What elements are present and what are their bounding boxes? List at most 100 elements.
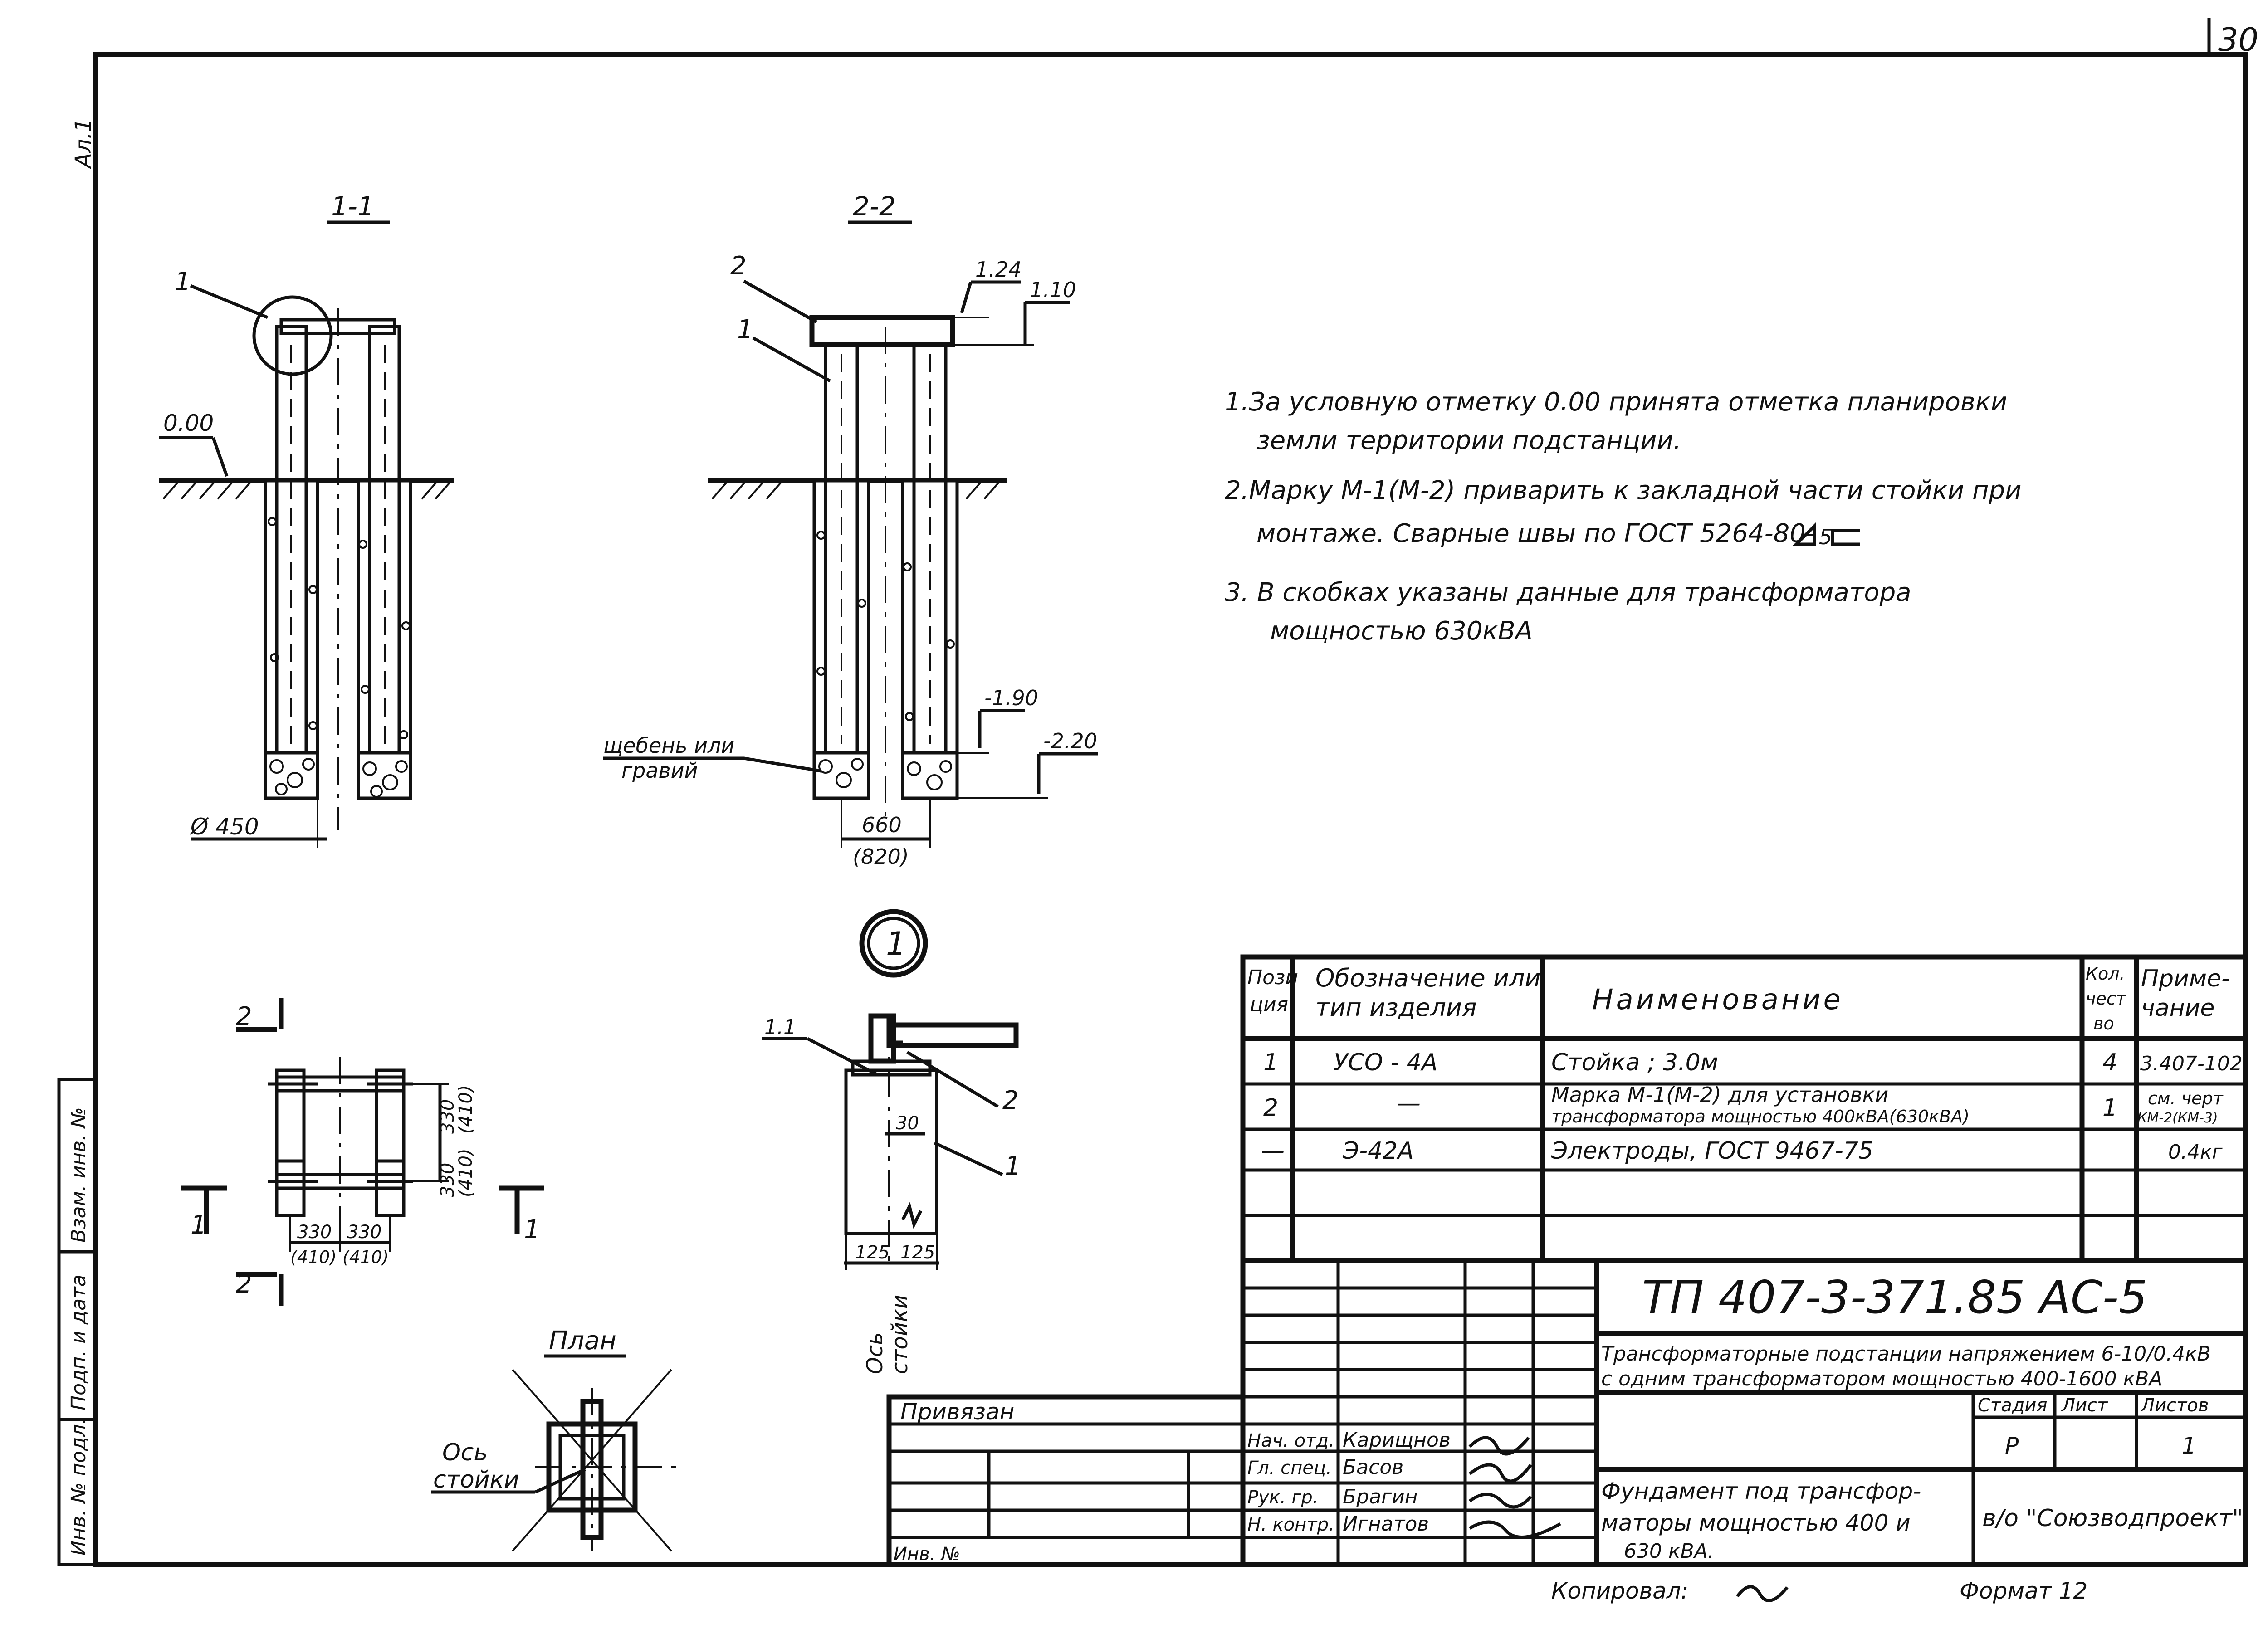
section-2-2-title: 2-2 bbox=[853, 191, 896, 222]
th-pos-2: ция bbox=[1250, 993, 1288, 1016]
general-notes: 1.За условную отметку 0.00 принята отмет… bbox=[1225, 387, 2022, 646]
th-pos-1: Пози bbox=[1247, 966, 1298, 989]
spec-table: Пози ция Обозначение или тип изделия Наи… bbox=[1240, 954, 2248, 1263]
sheet-label: Лист bbox=[2061, 1395, 2108, 1416]
bound-label: Привязан bbox=[900, 1399, 1014, 1425]
title-block: Привязан Инв. № Нач. отд. Карищнов Гл. с… bbox=[886, 1261, 2245, 1567]
signature-2 bbox=[1468, 1463, 1532, 1483]
diameter-dimension: Ø 450 bbox=[190, 814, 259, 840]
row-2-qty: 1 bbox=[2102, 1094, 2117, 1122]
weld-size-5: 5 bbox=[1819, 525, 1832, 549]
small-plan-axis-2: стойки bbox=[433, 1466, 519, 1493]
note-3-line-1: 3. В скобках указаны данные для трансфор… bbox=[1225, 578, 1911, 607]
th-designation-2: тип изделия bbox=[1315, 993, 1476, 1022]
detail-1: 1 1.1 2 1 30 125 125 Ось стойки bbox=[762, 909, 1021, 1374]
plan-view-posts: 2 2 1 1 330 (410) 330 (410) bbox=[181, 998, 544, 1306]
th-designation-1: Обозначение или bbox=[1315, 964, 1541, 992]
row-1-note: 3.407-102 bbox=[2140, 1052, 2243, 1075]
th-qty-3: во bbox=[2093, 1014, 2114, 1034]
level-bottom-2-2: -2.20 bbox=[1043, 729, 1097, 753]
row-3-name: Электроды, ГОСТ 9467-75 bbox=[1551, 1137, 1873, 1165]
note-3-line-2: мощностью 630кВА bbox=[1270, 616, 1533, 646]
level-gravel-2-2: -1.90 bbox=[984, 686, 1038, 710]
row-2-note: см. черт bbox=[2148, 1088, 2224, 1108]
stage-label: Стадия bbox=[1978, 1395, 2047, 1416]
th-name: Наименование bbox=[1592, 983, 1843, 1016]
callout-1-section-1-1: 1 bbox=[175, 267, 191, 297]
note-1-line-2: земли территории подстанции. bbox=[1256, 426, 1681, 455]
callout-2-section-2-2: 2 bbox=[730, 251, 747, 281]
role-4: Н. контр. bbox=[1247, 1514, 1334, 1535]
strip-cell-inv: Инв. № подл. bbox=[67, 1418, 90, 1556]
role-1: Нач. отд. bbox=[1247, 1430, 1334, 1451]
role-1-name: Карищнов bbox=[1343, 1429, 1451, 1452]
row-1-pos: 1 bbox=[1263, 1049, 1278, 1076]
level-plate-2-2: 1.10 bbox=[1030, 278, 1076, 302]
left-strip: Инв. № подл. Подп. и дата Взам. инв. № bbox=[57, 1078, 97, 1566]
detail-dim-30: 30 bbox=[896, 1113, 919, 1134]
th-note-2: чание bbox=[2141, 995, 2214, 1022]
copied-by-signature bbox=[1736, 1585, 1789, 1602]
strip-cell-replace: Взам. инв. № bbox=[67, 1107, 90, 1243]
cut-2-top: 2 bbox=[236, 1002, 252, 1031]
signature-1 bbox=[1468, 1436, 1530, 1456]
drawing-title-3: 630 кВА. bbox=[1624, 1540, 1714, 1563]
detail-axis-label-2: стойки bbox=[887, 1295, 913, 1374]
row-2-name: Марка М-1(М-2) для установки bbox=[1551, 1083, 1888, 1107]
level-zero-1-1: 0.00 bbox=[163, 410, 214, 436]
note-2-line-2: монтаже. Сварные швы по ГОСТ 5264-80- bbox=[1256, 519, 1815, 548]
role-4-name: Игнатов bbox=[1343, 1512, 1429, 1536]
signature-3 bbox=[1468, 1493, 1532, 1509]
spacing-dimension-alt: (820) bbox=[853, 844, 909, 869]
gravel-label-line1: щебень или bbox=[603, 733, 734, 758]
stamp-top-left: Ал.1 bbox=[71, 118, 96, 169]
row-1-name: Стойка ; 3.0м bbox=[1551, 1049, 1718, 1076]
format-label: Формат 12 bbox=[1960, 1578, 2087, 1604]
plan-dim-h1: 330 bbox=[297, 1222, 332, 1243]
gravel-label-line2: гравий bbox=[621, 758, 698, 783]
small-plan-title: План bbox=[549, 1326, 616, 1356]
role-2: Гл. спец. bbox=[1247, 1458, 1332, 1478]
inv-label: Инв. № bbox=[894, 1544, 960, 1565]
row-2-designation: — bbox=[1397, 1090, 1421, 1117]
section-1-1-title: 1-1 bbox=[331, 191, 374, 222]
detail-dim-right: 125 bbox=[900, 1242, 935, 1263]
role-3: Рук. гр. bbox=[1247, 1487, 1319, 1508]
level-top-2-2: 1.24 bbox=[975, 257, 1022, 282]
th-qty-1: Кол. bbox=[2086, 964, 2125, 984]
note-2-line-1: 2.Марку М-1(М-2) приварить к закладной ч… bbox=[1225, 476, 2022, 505]
row-1-qty: 4 bbox=[2102, 1049, 2117, 1076]
row-3-pos: — bbox=[1261, 1137, 1285, 1165]
section-1-1: 1-1 0.00 bbox=[159, 191, 454, 848]
row-1-designation: УСО - 4А bbox=[1334, 1049, 1437, 1076]
plan-dim-h1-alt: (410) bbox=[290, 1247, 337, 1267]
detail-axis-label-1: Ось bbox=[862, 1332, 888, 1374]
small-plan: План Ось стойки bbox=[431, 1326, 680, 1552]
sheet-frame bbox=[93, 52, 2248, 1567]
cut-1-right: 1 bbox=[524, 1215, 540, 1244]
detail-callout-2: 2 bbox=[1002, 1086, 1019, 1115]
plan-dim-v2: 330 bbox=[437, 1163, 458, 1197]
role-3-name: Брагин bbox=[1343, 1485, 1418, 1508]
plan-dim-h2: 330 bbox=[347, 1222, 381, 1243]
row-2-pos: 2 bbox=[1263, 1094, 1278, 1122]
drawing-title-2: маторы мощностью 400 и bbox=[1601, 1510, 1911, 1536]
plan-dim-v1-alt: (410) bbox=[455, 1085, 476, 1134]
sheets-label: Листов bbox=[2140, 1395, 2209, 1416]
section-2-2: 2-2 2 1 1.24 bbox=[603, 191, 1098, 869]
project-line-2: с одним трансформатором мощностью 400-16… bbox=[1601, 1367, 2162, 1390]
sheets-value: 1 bbox=[2182, 1433, 2196, 1459]
stage-value: Р bbox=[2005, 1433, 2019, 1459]
detail-marker: 1 bbox=[886, 925, 906, 962]
small-plan-axis-1: Ось bbox=[442, 1439, 488, 1466]
row-3-designation: Э-42А bbox=[1342, 1137, 1414, 1165]
doc-code: ТП 407-3-371.85 АС-5 bbox=[1642, 1271, 2147, 1324]
project-line-1: Трансформаторные подстанции напряжением … bbox=[1601, 1342, 2211, 1366]
signature-4 bbox=[1469, 1520, 1561, 1539]
note-1-line-1: 1.За условную отметку 0.00 принята отмет… bbox=[1225, 387, 2007, 417]
row-3-note: 0.4кг bbox=[2168, 1141, 2223, 1164]
plan-dim-v2-alt: (410) bbox=[455, 1148, 476, 1197]
slope-label: 1.1 bbox=[764, 1016, 796, 1039]
row-2-note-2: КМ-2(КМ-3) bbox=[2137, 1110, 2218, 1126]
